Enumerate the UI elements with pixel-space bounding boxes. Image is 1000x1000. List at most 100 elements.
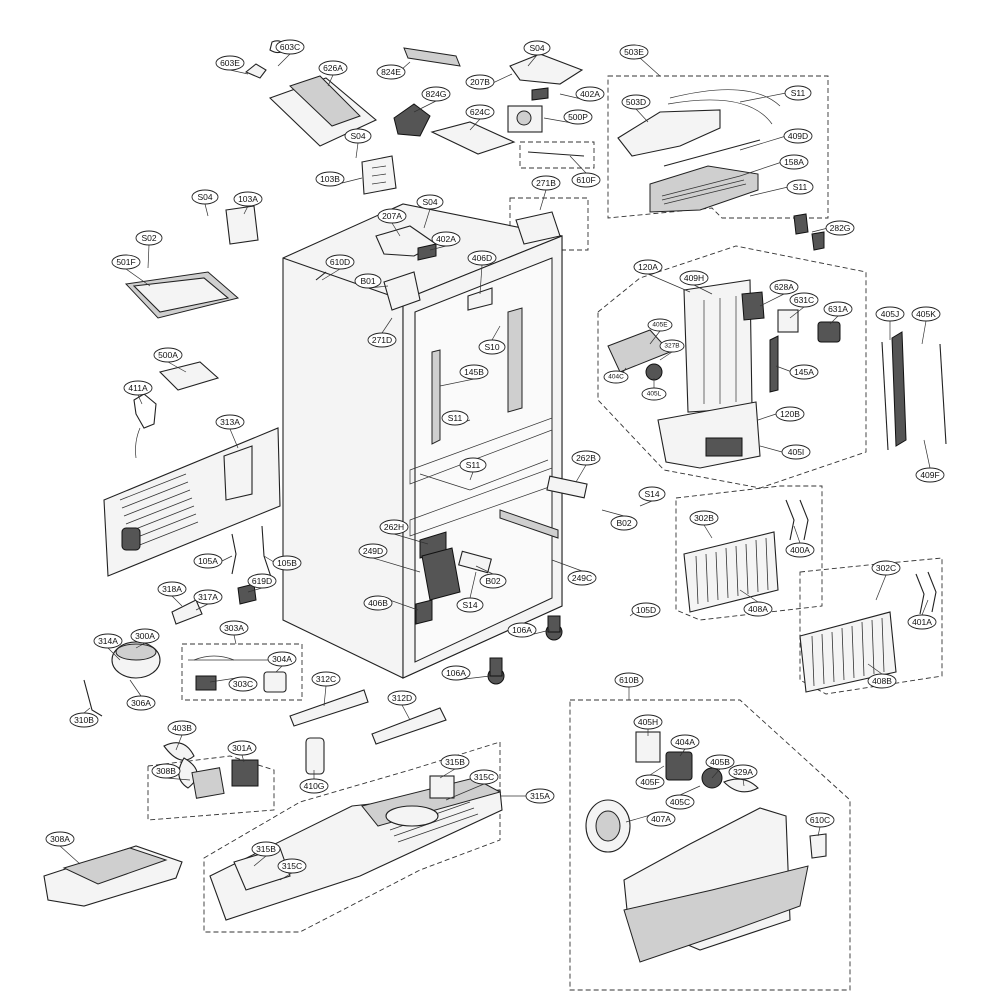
label-405I: 405I	[781, 444, 811, 460]
label-327B: 327B	[659, 339, 685, 353]
label-271D: 271D	[367, 332, 397, 348]
leader-line	[639, 500, 653, 507]
svg-text:314A: 314A	[98, 636, 118, 646]
leader-line	[175, 734, 183, 751]
svg-text:106A: 106A	[446, 668, 466, 678]
svg-text:S04: S04	[422, 197, 437, 207]
svg-text:404A: 404A	[675, 737, 695, 747]
label-401A: 401A	[907, 614, 937, 630]
label-S04: S04	[191, 189, 219, 205]
label-315C: 315C	[277, 858, 307, 874]
label-308B: 308B	[151, 763, 181, 779]
svg-text:503D: 503D	[626, 97, 646, 107]
svg-text:S10: S10	[484, 342, 499, 352]
leader-line	[243, 205, 249, 215]
leader-line	[167, 361, 187, 373]
callout-labels: 603E 603C 626A 824E S04 207B 402A 500P 8…	[45, 39, 945, 874]
label-409D: 409D	[783, 128, 813, 144]
leader-line	[445, 783, 485, 801]
svg-text:103B: 103B	[320, 174, 340, 184]
leader-line	[107, 647, 121, 661]
leader-line	[739, 92, 787, 103]
leader-line	[527, 54, 538, 67]
label-106A: 106A	[441, 665, 471, 681]
ice-maker-assembly	[607, 279, 947, 469]
leader-line	[817, 826, 821, 837]
leader-line	[233, 634, 237, 645]
label-S04: S04	[344, 128, 372, 144]
leader-line	[679, 785, 701, 796]
leader-line	[171, 595, 183, 607]
leader-line	[275, 665, 283, 673]
label-824E: 824E	[376, 64, 406, 80]
svg-text:411A: 411A	[128, 383, 148, 393]
leader-line	[469, 571, 477, 599]
svg-text:500A: 500A	[158, 350, 178, 360]
leader-line	[539, 189, 547, 211]
leader-line	[355, 142, 359, 159]
svg-text:405L: 405L	[647, 391, 662, 398]
label-628A: 628A	[769, 279, 799, 295]
label-315A: 315A	[525, 788, 555, 804]
label-405J: 405J	[875, 306, 905, 322]
leader-line	[649, 330, 661, 345]
svg-text:503E: 503E	[624, 47, 644, 57]
label-S11: S11	[786, 179, 814, 195]
svg-text:158A: 158A	[784, 157, 804, 167]
label-312D: 312D	[387, 690, 417, 706]
label-405C: 405C	[665, 794, 695, 810]
label-503D: 503D	[621, 94, 651, 110]
label-120A: 120A	[633, 259, 663, 275]
svg-text:105A: 105A	[198, 556, 218, 566]
svg-text:306A: 306A	[131, 698, 151, 708]
leader-line	[775, 365, 793, 373]
svg-text:403B: 403B	[172, 723, 192, 733]
leader-line	[601, 509, 625, 517]
label-405B: 405B	[705, 754, 735, 770]
leader-line	[83, 707, 91, 714]
svg-text:409F: 409F	[920, 470, 939, 480]
leader-line	[703, 524, 713, 539]
leader-line	[739, 161, 783, 177]
leader-line	[693, 284, 713, 295]
svg-text:406D: 406D	[472, 253, 492, 263]
leader-line	[247, 587, 263, 593]
label-610D: 610D	[325, 254, 355, 270]
label-624C: 624C	[465, 104, 495, 120]
label-105D: 105D	[631, 602, 661, 618]
svg-text:631C: 631C	[794, 295, 814, 305]
leader-line	[811, 227, 829, 233]
label-409H: 409H	[679, 270, 709, 286]
leader-line	[739, 135, 787, 151]
leader-line	[739, 589, 759, 603]
label-406D: 406D	[467, 250, 497, 266]
label-314A: 314A	[93, 633, 123, 649]
label-249C: 249C	[567, 570, 597, 586]
svg-text:271D: 271D	[372, 335, 392, 345]
svg-text:S11: S11	[793, 182, 808, 192]
label-207B: 207B	[465, 74, 495, 90]
leader-line	[165, 777, 191, 781]
svg-text:824G: 824G	[426, 89, 447, 99]
leader-line	[253, 855, 267, 867]
leader-line	[829, 315, 839, 325]
svg-text:313A: 313A	[220, 417, 240, 427]
label-S14: S14	[456, 597, 484, 613]
svg-text:120A: 120A	[638, 262, 658, 272]
label-303A: 303A	[219, 620, 249, 636]
condenser-fan	[163, 742, 259, 799]
leader-line	[921, 320, 927, 345]
label-603E: 603E	[215, 55, 245, 71]
svg-text:405F: 405F	[640, 777, 659, 787]
leader-line	[137, 394, 143, 405]
leader-line	[789, 306, 805, 319]
leader-line	[439, 378, 475, 387]
svg-text:603C: 603C	[280, 42, 300, 52]
svg-text:408A: 408A	[748, 604, 768, 614]
misc-parts	[83, 525, 447, 775]
svg-text:304A: 304A	[272, 654, 292, 664]
svg-text:626A: 626A	[323, 63, 343, 73]
label-301A: 301A	[227, 740, 257, 756]
leader-line	[551, 559, 583, 572]
